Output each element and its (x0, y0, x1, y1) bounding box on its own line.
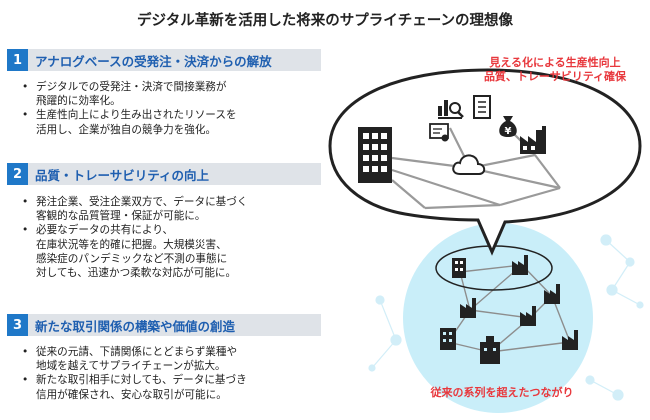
factory-icon (544, 284, 560, 304)
section-2-title: 品質・トレーサビリティの向上 (35, 167, 210, 183)
chart-search-icon (438, 100, 464, 119)
visibility-note: 見える化による生産性向上 品質、トレーサビリティ確保 (483, 56, 627, 83)
section-2-bullet-1: 発注企業、受注企業双方で、データに基づく 客観的な品質管理・保証が可能に。 (22, 195, 322, 223)
speech-bubble (328, 68, 642, 256)
section-1-bullets: デジタルでの受発注・決済で間接業務が 飛躍的に効率化。 生産性向上により生み出さ… (22, 80, 322, 137)
decorative-network (368, 234, 644, 401)
connection-note: 従来の系列を超えたつながり (430, 386, 574, 399)
section-3-number: 3 (7, 314, 28, 336)
section-3-bullets: 従来の元請、下請関係にとどまらず業種や 地域を越えてサプライチェーンが拡大。 新… (22, 345, 322, 402)
section-1-number: 1 (7, 49, 28, 71)
network-circle (403, 223, 593, 413)
factory-icon (562, 330, 578, 350)
building-icon (358, 127, 392, 183)
document-icon (473, 95, 491, 119)
section-1-header: 1 アナログベースの受発注・決済からの解放 (7, 49, 321, 71)
cloud-icon (452, 154, 486, 175)
page-title: デジタル革新を活用した将来のサプライチェーンの理想像 (137, 13, 513, 29)
money-bag-icon: ¥ (499, 116, 517, 137)
section-3-bullet-2: 新たな取引相手に対しても、データに基づき 信用が確保され、安心な取引が可能に。 (22, 373, 322, 401)
section-2-number: 2 (7, 163, 28, 185)
section-3-bullet-1: 従来の元請、下請関係にとどまらず業種や 地域を越えてサプライチェーンが拡大。 (22, 345, 322, 373)
section-2-header: 2 品質・トレーサビリティの向上 (7, 163, 321, 185)
section-2-bullets: 発注企業、受注企業双方で、データに基づく 客観的な品質管理・保証が可能に。 必要… (22, 195, 322, 280)
yen-symbol: ¥ (505, 126, 512, 137)
building-icon (440, 328, 456, 350)
factory-icon (512, 255, 528, 275)
factory-icon (520, 126, 546, 154)
building-icon (480, 336, 500, 364)
section-2-bullet-2: 必要なデータの共有により、 在庫状況等を的確に把握。大規模災害、 感染症のパンデ… (22, 223, 322, 280)
section-1-title: アナログベースの受発注・決済からの解放 (35, 53, 272, 69)
building-icon (452, 258, 466, 278)
section-3-title: 新たな取引関係の構築や価値の創造 (35, 318, 236, 334)
section-3-header: 3 新たな取引関係の構築や価値の創造 (7, 314, 321, 336)
factory-icon (520, 306, 536, 326)
factory-icon (460, 298, 476, 318)
network-nodes (440, 255, 578, 364)
section-1-bullet-2: 生産性向上により生み出されたリソースを 活用し、企業が独自の競争力を強化。 (22, 108, 322, 136)
certificate-icon (429, 123, 449, 142)
section-1-bullet-1: デジタルでの受発注・決済で間接業務が 飛躍的に効率化。 (22, 80, 322, 108)
